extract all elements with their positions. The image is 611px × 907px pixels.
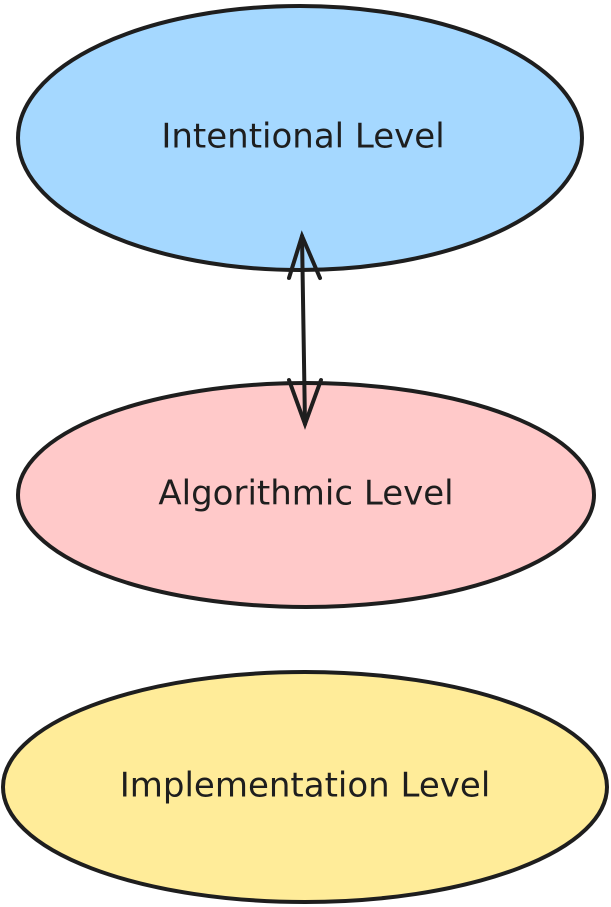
arrow-head-up-icon [287, 230, 322, 280]
algorithmic-label: Algorithmic Level [158, 474, 453, 514]
arrow-shaft [300, 234, 307, 426]
arrow-head-down-icon [287, 378, 323, 430]
implementation-ellipse [1, 670, 609, 904]
intentional-label: Intentional Level [161, 117, 444, 157]
implementation-label: Implementation Level [120, 766, 491, 806]
intentional-ellipse [16, 4, 584, 272]
node-implementation[interactable]: Implementation Level [1, 670, 609, 904]
edge-intentional-algorithmic[interactable] [287, 230, 323, 430]
node-intentional[interactable]: Intentional Level [16, 4, 584, 272]
